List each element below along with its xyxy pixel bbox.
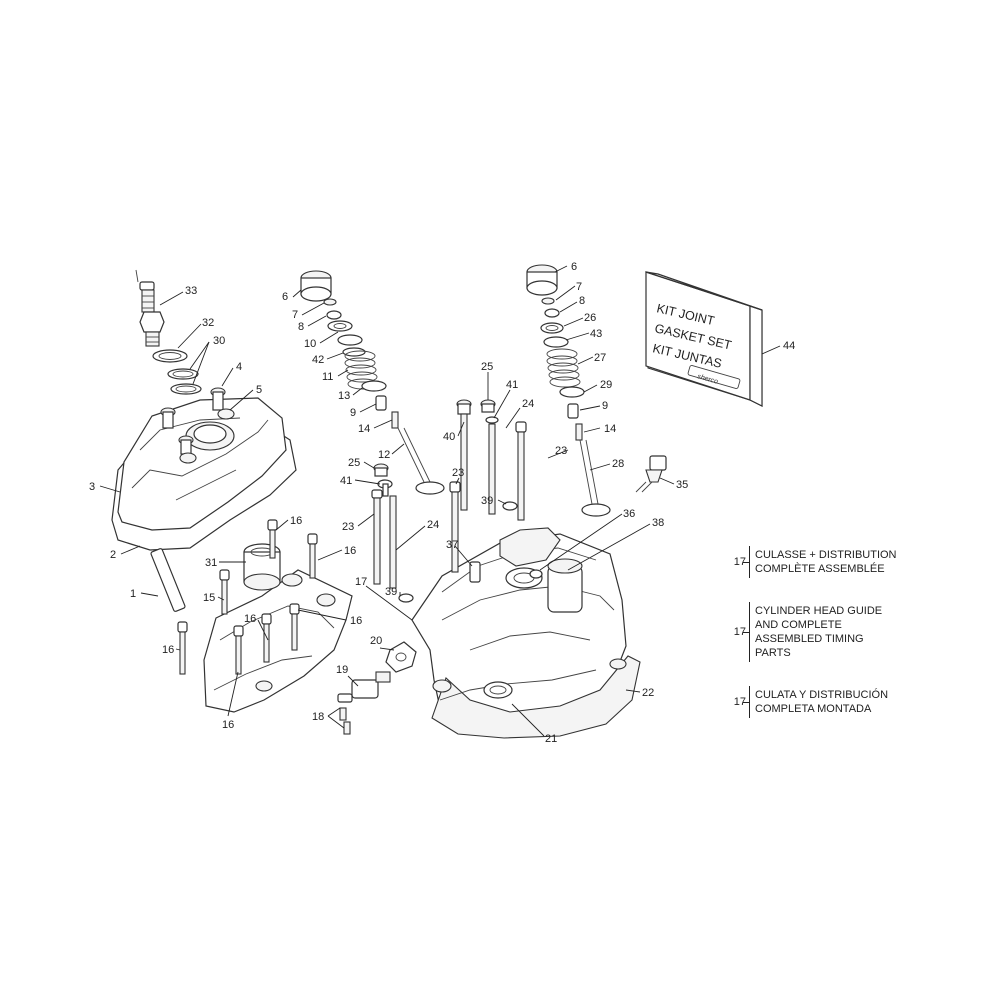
legend-number: 17: [733, 556, 746, 568]
callout-9-right: 9: [602, 400, 608, 412]
callout-1: 1: [130, 588, 136, 600]
callout-27: 27: [594, 352, 606, 364]
callout-43: 43: [590, 328, 602, 340]
chain-tensioner[interactable]: [337, 641, 417, 735]
callout-22: 22: [642, 687, 654, 699]
callout-4: 4: [236, 361, 242, 373]
callout-13: 13: [338, 390, 350, 402]
callout-25-right: 25: [481, 361, 493, 373]
spark-plug-tube-seals[interactable]: [167, 368, 202, 395]
callout-23-center: 23: [452, 467, 464, 479]
exhaust-valve-stack[interactable]: [526, 264, 611, 517]
callout-37: 37: [446, 539, 458, 551]
callout-12: 12: [378, 449, 390, 461]
chain-guide-plate[interactable]: [150, 548, 186, 612]
callout-24-left: 24: [427, 519, 439, 531]
callout-31: 31: [205, 557, 217, 569]
cover-bolts[interactable]: [160, 387, 235, 464]
callout-21: 21: [545, 733, 557, 745]
head-studs-left[interactable]: [371, 463, 414, 603]
callout-8-left: 8: [298, 321, 304, 333]
callout-3: 3: [89, 481, 95, 493]
callout-18: 18: [312, 711, 324, 723]
callout-44: 44: [783, 340, 795, 352]
callout-39-left: 39: [385, 586, 397, 598]
callout-16-a: 16: [290, 515, 302, 527]
leader-lines: [99, 265, 781, 737]
callout-42: 42: [312, 354, 324, 366]
callout-16-b: 16: [344, 545, 356, 557]
legend-description: CYLINDER HEAD GUIDE AND COMPLETE ASSEMBL…: [755, 605, 883, 659]
spark-plug[interactable]: [135, 269, 165, 347]
callout-19: 19: [336, 664, 348, 676]
camshaft-holder-bolts[interactable]: [177, 519, 318, 675]
callout-36: 36: [623, 508, 635, 520]
callout-2: 2: [110, 549, 116, 561]
callout-35: 35: [676, 479, 688, 491]
callout-41-right: 41: [506, 379, 518, 391]
callout-7-left: 7: [292, 309, 298, 321]
callout-24-right: 24: [522, 398, 534, 410]
callout-30: 30: [213, 335, 225, 347]
legend-description: CULATA Y DISTRIBUCIÓN COMPLETA MONTADA: [755, 689, 889, 715]
callout-16-c: 16: [162, 644, 174, 656]
callout-33: 33: [185, 285, 197, 297]
callout-7-right: 7: [576, 281, 582, 293]
callout-14-left: 14: [358, 423, 370, 435]
callout-41-left: 41: [340, 475, 352, 487]
valve-cover[interactable]: [117, 397, 287, 531]
temperature-sensor[interactable]: [635, 455, 667, 493]
callout-40: 40: [443, 431, 455, 443]
callout-16-e: 16: [244, 613, 256, 625]
callout-38: 38: [652, 517, 664, 529]
gasket-kit-box[interactable]: KIT JOINT GASKET SET KIT JUNTAS sherco: [645, 271, 763, 407]
callout-10: 10: [304, 338, 316, 350]
callout-9-left: 9: [350, 407, 356, 419]
legend-number: 17: [733, 626, 746, 638]
head-studs-right[interactable]: [449, 399, 527, 573]
callout-16-d: 16: [222, 719, 234, 731]
camshafts[interactable]: [469, 558, 583, 613]
spark-plug-washer[interactable]: [152, 349, 188, 363]
callout-11: 11: [322, 371, 333, 383]
callout-6-left: 6: [282, 291, 288, 303]
callout-5: 5: [256, 384, 262, 396]
callout-25-left: 25: [348, 457, 360, 469]
callout-16-f: 16: [350, 615, 362, 627]
callout-23-left: 23: [342, 521, 354, 533]
callout-14-right: 14: [604, 423, 616, 435]
callout-6-right: 6: [571, 261, 577, 273]
callout-28: 28: [612, 458, 624, 470]
callout-15: 15: [203, 592, 215, 604]
callout-29: 29: [600, 379, 612, 391]
callout-23-right: 23: [555, 445, 567, 457]
callout-17: 17: [355, 576, 367, 588]
callout-8-right: 8: [579, 295, 585, 307]
legend-description: CULASSE + DISTRIBUTION COMPLÈTE ASSEMBLÉ…: [755, 549, 897, 575]
callout-32: 32: [202, 317, 214, 329]
cylinder-head-gasket[interactable]: [431, 655, 641, 739]
callout-26: 26: [584, 312, 596, 324]
legend-number: 17: [733, 696, 746, 708]
callout-20: 20: [370, 635, 382, 647]
callout-numbers: 33 32 30 4 5 3 2 31 1 15 16 16 16 16 16 …: [89, 261, 795, 745]
callout-39-right: 39: [481, 495, 493, 507]
